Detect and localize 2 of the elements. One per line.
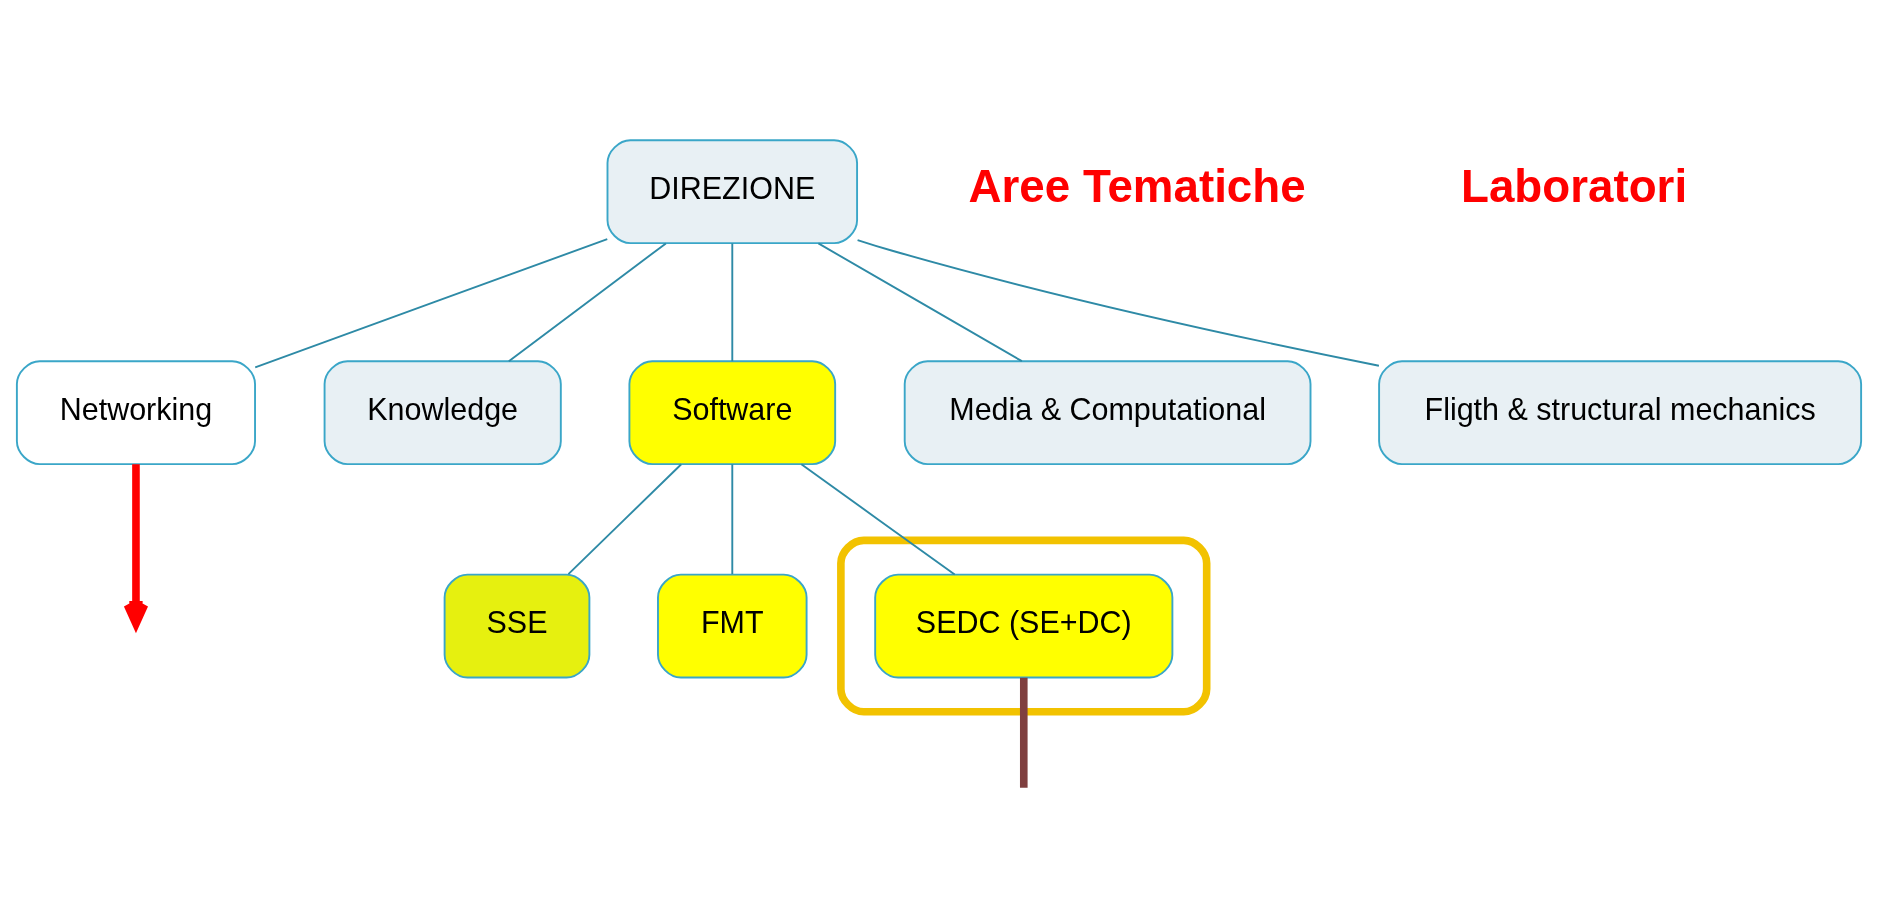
label: Aree Tematiche <box>968 160 1306 212</box>
label: Laboratori <box>1461 160 1688 212</box>
